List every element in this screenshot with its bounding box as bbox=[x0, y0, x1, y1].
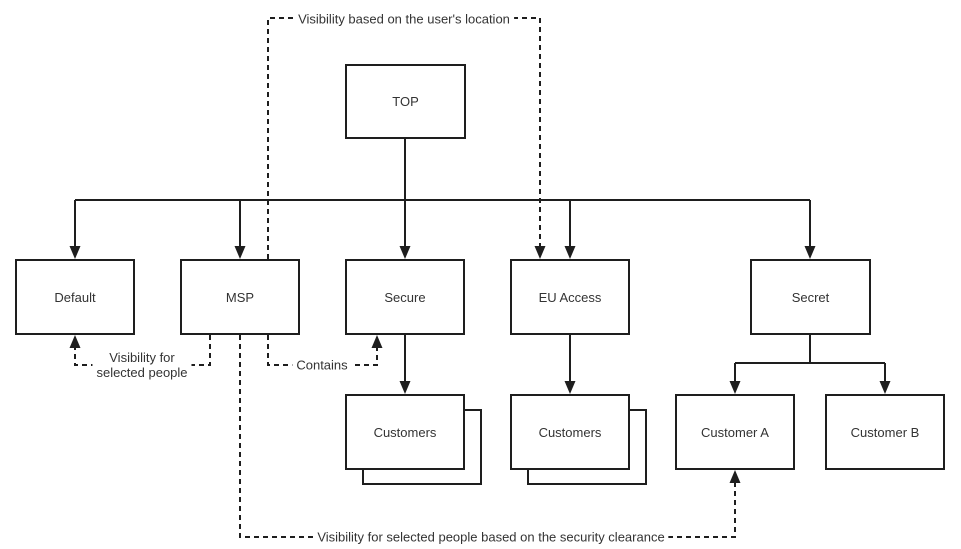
arrowhead-bus-to-msp bbox=[234, 246, 246, 259]
node-secret[interactable]: Secret bbox=[750, 259, 871, 335]
node-msp-label: MSP bbox=[225, 289, 255, 305]
visibility-location-label: Visibility based on the user's location bbox=[294, 11, 514, 27]
security-clearance-label: Visibility for selected people based on … bbox=[313, 529, 669, 545]
node-top-label: TOP bbox=[392, 94, 419, 109]
node-secure[interactable]: Secure bbox=[345, 259, 465, 335]
node-customer-b-label: Customer B bbox=[850, 424, 920, 440]
node-secret-label: Secret bbox=[791, 289, 830, 305]
arrowhead-bus-to-secure bbox=[399, 246, 411, 259]
node-customers-eu-label: Customers bbox=[538, 424, 602, 440]
node-customers-secure-label: Customers bbox=[373, 424, 437, 440]
node-customers-secure[interactable]: Customers bbox=[345, 394, 465, 470]
visibility-selected-label-line: selected people bbox=[96, 365, 188, 380]
arrowhead-bus-to-customer-a bbox=[729, 381, 741, 394]
arrowhead-security-clearance bbox=[729, 470, 741, 483]
node-customer-a[interactable]: Customer A bbox=[675, 394, 795, 470]
node-eu-access[interactable]: EU Access bbox=[510, 259, 630, 335]
edge-security-clearance bbox=[239, 335, 736, 538]
arrowhead-bus-to-secret bbox=[804, 246, 816, 259]
arrowhead-bus-to-default bbox=[69, 246, 81, 259]
arrowhead-bus-to-customer-b bbox=[879, 381, 891, 394]
visibility-selected-label-line: Visibility for bbox=[109, 350, 175, 365]
node-eu-access-label: EU Access bbox=[538, 289, 602, 305]
node-customer-a-label: Customer A bbox=[701, 424, 769, 440]
node-customers-eu[interactable]: Customers bbox=[510, 394, 630, 470]
arrowhead-eu-to-customers bbox=[564, 381, 576, 394]
arrowhead-secure-to-customers bbox=[399, 381, 411, 394]
arrowhead-bus-to-eu-access bbox=[564, 246, 576, 259]
arrowhead-visibility-location bbox=[534, 246, 546, 259]
contains-label-line: Contains bbox=[296, 357, 348, 373]
visibility-location-label-line: Visibility based on the user's location bbox=[298, 11, 510, 27]
arrowhead-contains bbox=[371, 335, 383, 348]
security-clearance-label-line: Visibility for selected people based on … bbox=[317, 529, 665, 545]
edge-visibility-selected bbox=[74, 335, 211, 366]
node-default[interactable]: Default bbox=[15, 259, 135, 335]
node-default-label: Default bbox=[54, 289, 96, 305]
node-top[interactable]: TOP bbox=[345, 64, 466, 139]
edge-visibility-location bbox=[267, 17, 541, 259]
arrowhead-visibility-selected bbox=[69, 335, 81, 348]
node-secure-label: Secure bbox=[384, 289, 426, 305]
node-msp[interactable]: MSP bbox=[180, 259, 300, 335]
node-customer-b[interactable]: Customer B bbox=[825, 394, 945, 470]
contains-label: Contains bbox=[292, 357, 352, 373]
